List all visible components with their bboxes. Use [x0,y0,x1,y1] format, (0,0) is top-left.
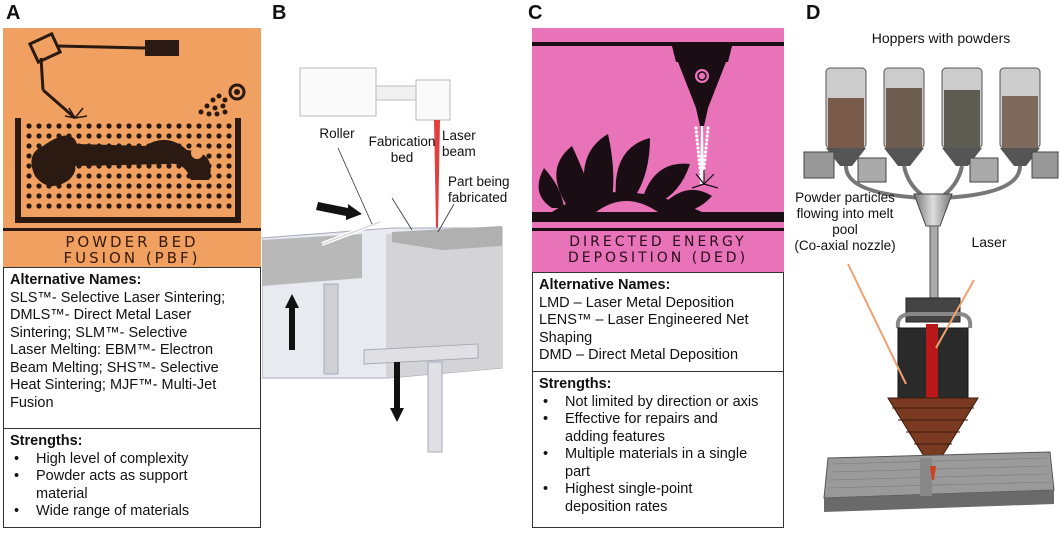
ded-strength-cont: adding features [565,428,665,445]
powder-label-line2: flowing into melt [796,206,894,221]
laser-beam-label-line2: beam [442,144,476,159]
ded-nozzle-illustration: Hoppers with powders Powder particles fl… [788,28,1059,531]
fabrication-bed-label-line1: Fabrication [368,134,436,149]
ded-alt-names-box: Alternative Names: LMD – Laser Metal Dep… [532,272,784,372]
pbf-alt-line: Beam Melting; SHS™- Selective [10,359,219,376]
pbf-alt-line: SLS™- Selective Laser Sintering; [10,289,226,306]
pbf-alt-line: DMLS™- Direct Metal Laser [10,307,192,323]
pbf-strength-cont: material [36,485,88,502]
part-label: Part being fabricated [448,174,526,206]
ded-strength-text: Multiple materials in a single [565,446,748,462]
pbf-alt-header: Alternative Names: [10,272,142,288]
pbf-banner-line2: FUSION (PBF) [63,249,201,267]
pbf-strength-text: Powder acts as support [36,468,188,484]
part-label-line2: fabricated [448,190,508,205]
ded-alt-line: Shaping [539,329,593,346]
pbf-3d-diagram [261,67,503,453]
roller-label: Roller [319,126,355,141]
ded-nozzle-diagram [803,67,1059,512]
pbf-banner-line1: POWDER BED [65,233,199,251]
pbf-alt-line: Heat Sintering; MJF™- Multi-Jet [10,377,217,393]
laser-label: Laser [971,234,1007,250]
pbf-alt-line: Laser Melting: EBM™- Electron [10,342,214,358]
panel-letter-d: D [806,2,821,24]
ded-alt-line: DMD – Direct Metal Deposition [539,347,739,363]
laser-beam-label-line1: Laser [442,128,476,143]
pbf-alt-names-box: Alternative Names: SLS™- Selective Laser… [3,267,261,429]
fabrication-bed-label: Fabrication bed [362,134,442,166]
ded-banner-line1: DIRECTED ENERGY [569,234,747,250]
powder-label-line4: (Co-axial nozzle) [794,238,896,253]
pbf-strength-item: Wide range of materials [10,503,256,521]
ded-alt-line: LENS™ – Laser Engineered Net [539,312,749,328]
ded-diagram [532,42,784,231]
ded-strengths-header: Strengths: [539,376,612,392]
ded-alt-line: LMD – Laser Metal Deposition [539,294,735,311]
ded-strength-text: Highest single-point [565,481,693,497]
ded-strength-cont: part [565,463,590,480]
ded-strengths-box: Strengths: Not limited by direction or a… [532,371,784,528]
pbf-strengths: Strengths: High level of complexity Powd… [10,433,256,521]
pbf-alt-line: Sintering; SLM™- Selective [10,324,188,341]
pbf-alt-names: Alternative Names: SLS™- Selective Laser… [10,272,225,412]
pbf-strength-item: High level of complexity [10,451,256,469]
ded-strength-text: Effective for repairs and [565,411,718,427]
pbf-strengths-header: Strengths: [10,433,83,449]
powder-particles-label: Powder particles flowing into melt pool … [782,190,908,254]
ded-alt-header: Alternative Names: [539,277,671,293]
pbf-banner: POWDER BED FUSION (PBF) [3,234,261,266]
pbf-strengths-box: Strengths: High level of complexity Powd… [3,428,261,528]
powder-label-line3: pool [832,222,858,237]
pbf-diagram [3,31,261,231]
ded-strength-item: Not limited by direction or axis [539,394,779,412]
pbf-illustration: POWDER BED FUSION (PBF) [3,28,261,267]
pbf-3d-illustration: Roller Fabrication bed Laser beam Part b… [261,28,522,458]
ded-banner-line2: DEPOSITION (DED) [567,250,749,266]
fabrication-bed-label-line2: bed [390,150,414,165]
pbf-alt-line: Fusion [10,394,54,411]
ded-strength-cont: deposition rates [565,498,668,515]
ded-illustration: DIRECTED ENERGY DEPOSITION (DED) [532,28,784,272]
panel-letter-a: A [6,2,21,24]
laser-beam-label: Laser beam [442,128,492,160]
panel-letter-c: C [528,2,543,24]
part-label-line1: Part being [448,174,510,189]
hoppers-label: Hoppers with powders [871,30,1011,46]
panel-letter-b: B [272,2,287,24]
ded-strengths: Strengths: Not limited by direction or a… [539,376,779,516]
ded-banner: DIRECTED ENERGY DEPOSITION (DED) [532,234,784,266]
ded-alt-names: Alternative Names: LMD – Laser Metal Dep… [539,277,749,365]
powder-label-line1: Powder particles [795,190,895,205]
